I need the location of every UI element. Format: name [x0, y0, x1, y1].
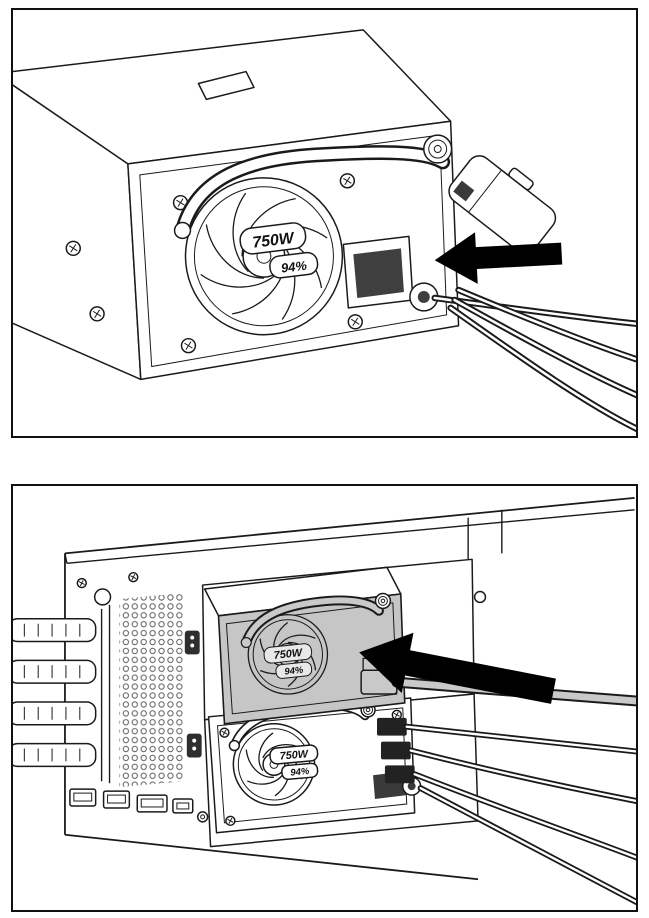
handle-anchor: [173, 221, 192, 240]
chassis-hole: [93, 588, 112, 606]
power-supply-unit: [13, 29, 460, 381]
fan-blade: [258, 732, 274, 772]
rear-ports: [69, 788, 209, 823]
plug-latch: [508, 167, 534, 191]
pci-slot-covers: [13, 604, 111, 784]
screw-icon: [128, 571, 139, 583]
thumbscrew-icon: [374, 592, 392, 610]
server-chassis: [64, 497, 635, 881]
fan-icon: [184, 177, 344, 336]
screw-icon: [180, 337, 197, 354]
inlet-plug: [353, 248, 404, 298]
ac-plug: [448, 155, 557, 255]
wattage-plate: [239, 222, 307, 255]
screw-icon: [219, 727, 230, 738]
insert-arrow-icon: [359, 632, 556, 704]
usb-tongue: [73, 792, 93, 802]
usb-tongue: [107, 794, 126, 804]
efficiency-plate: [281, 762, 319, 781]
chassis-bottom-edge: [64, 833, 479, 881]
figure-connect-power-cord: 750W 94%: [11, 8, 638, 438]
pci-slot-cover: [13, 659, 97, 684]
port-inner: [176, 802, 190, 810]
wattage-label: 750W: [273, 647, 304, 662]
power-supply-installed: 750W 94%: [207, 697, 422, 834]
chassis-top-edge: [64, 497, 635, 555]
port-inner: [140, 798, 164, 808]
wattage-plate: [263, 643, 313, 664]
figure2-drawing: 750W 94%: [13, 497, 636, 905]
chassis-screw-hole: [473, 590, 487, 604]
status-led: [196, 811, 209, 823]
efficiency-label: 94%: [280, 258, 308, 276]
fan-rim-inner: [193, 186, 334, 327]
wattage-plate: [269, 744, 319, 765]
screw-icon: [347, 314, 363, 330]
figure-install-power-supply: 750W 94%: [11, 484, 638, 912]
wattage-label: 750W: [252, 230, 297, 252]
chassis-top-rim: [66, 509, 635, 564]
screw-icon: [225, 815, 236, 827]
fan-blade: [245, 749, 275, 778]
psu-rear-frame: [216, 707, 408, 824]
wattage-label: 750W: [279, 748, 310, 763]
figure1-drawing: 750W 94%: [13, 29, 636, 432]
screw-icon: [65, 240, 81, 257]
efficiency-plate: [269, 251, 319, 279]
video-port: [172, 798, 194, 814]
fan-blade: [200, 271, 280, 288]
fan-blade: [232, 192, 249, 273]
strain-relief: [409, 282, 439, 312]
handle-anchor: [228, 739, 241, 752]
thumbscrew-icon: [423, 134, 453, 164]
pci-slot-cover: [13, 618, 97, 643]
power-supply-highlighted: 750W 94%: [203, 566, 406, 725]
psu-rear-frame: [225, 602, 398, 715]
power-cable-bundle: [431, 286, 636, 432]
power-inlet: [342, 235, 414, 309]
right-angle-plug: [380, 741, 411, 760]
psu-rating-label: 750W 94%: [239, 222, 319, 279]
psu-id-badge: [186, 733, 202, 758]
insert-arrow-icon: [434, 232, 563, 284]
psu-handle: [240, 595, 384, 649]
right-angle-plug: [377, 717, 407, 736]
status-led-core: [200, 814, 206, 820]
efficiency-plate: [275, 661, 313, 679]
screw-icon: [76, 577, 87, 589]
efficiency-label: 94%: [290, 765, 310, 778]
pci-slot-cover: [13, 701, 97, 726]
fan-blade: [276, 634, 316, 649]
plug-contact: [453, 180, 475, 202]
handle-recess-tab: [197, 70, 255, 101]
right-angle-plug: [384, 765, 415, 784]
efficiency-label: 94%: [284, 664, 305, 677]
pci-slot-cover: [13, 742, 97, 768]
psu-id-badge: [184, 630, 200, 655]
screw-icon: [339, 173, 356, 189]
screw-icon: [89, 306, 105, 322]
handle-anchor: [240, 636, 252, 649]
psu-handle: [173, 145, 451, 240]
fan-blade: [205, 224, 264, 279]
cables: [360, 657, 636, 905]
vent-grid: [119, 592, 183, 788]
